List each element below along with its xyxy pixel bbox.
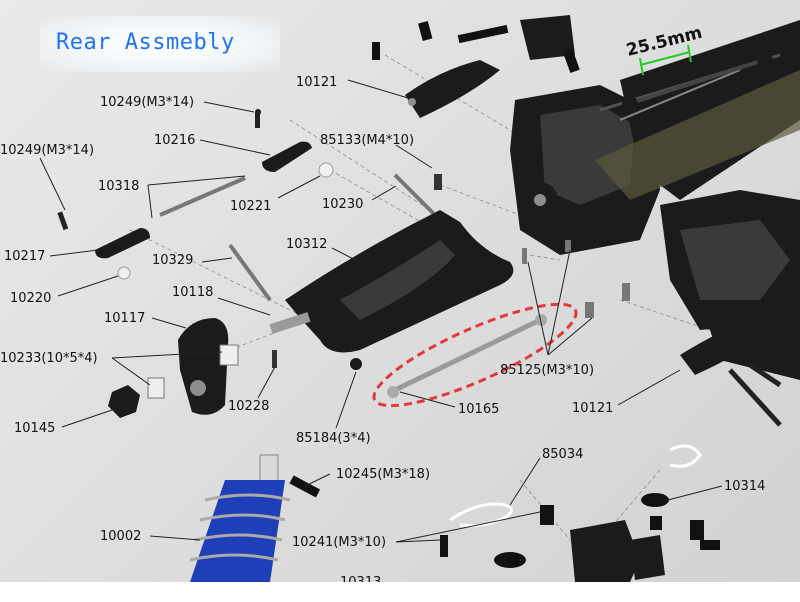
label-10121-bottom: 10121 [572, 401, 613, 416]
title-glow [40, 16, 280, 72]
highlight-circle [372, 302, 578, 408]
label-10145: 10145 [14, 421, 55, 436]
lower-mount-10121 [680, 310, 785, 427]
label-10220: 10220 [10, 291, 51, 306]
label-10241: 10241(M3*10) [292, 535, 386, 550]
upper-arm-mount-top [405, 60, 500, 118]
label-10329: 10329 [152, 253, 193, 268]
label-10165: 10165 [458, 402, 499, 417]
label-85034: 85034 [542, 447, 583, 462]
label-10314: 10314 [724, 479, 765, 494]
lower-arm-10312 [269, 210, 514, 370]
label-10312: 10312 [286, 237, 327, 252]
rear-axle-10165 [372, 302, 578, 408]
diagram-title: Rear Assmebly [56, 30, 235, 55]
bottom-margin [0, 582, 800, 602]
label-85184: 85184(3*4) [296, 431, 371, 446]
misc-screws [372, 20, 580, 73]
label-10216: 10216 [154, 133, 195, 148]
body-clip-85034 [449, 444, 702, 528]
wing-mount-10314 [440, 493, 720, 582]
label-10318: 10318 [98, 179, 139, 194]
label-10249-mid: 10249(M3*14) [100, 95, 194, 110]
hub-carrier-10117 [108, 318, 239, 418]
label-85125: 85125(M3*10) [500, 363, 594, 378]
label-10118: 10118 [172, 285, 213, 300]
gearbox-assembly [510, 15, 800, 380]
dimension-arrow [639, 51, 691, 66]
label-85133: 85133(M4*10) [320, 133, 414, 148]
shock-absorber-10002 [189, 454, 321, 582]
label-10221: 10221 [230, 199, 271, 214]
label-10117: 10117 [104, 311, 145, 326]
screws-85125 [522, 240, 630, 318]
label-10230: 10230 [322, 197, 363, 212]
label-10217: 10217 [4, 249, 45, 264]
label-10121-top: 10121 [296, 75, 337, 90]
label-10228: 10228 [228, 399, 269, 414]
part-labels: 10121 10249(M3*14) 10216 85133(M4*10) 10… [0, 75, 765, 590]
dimension-label: 25.5mm [624, 23, 704, 61]
label-10249-left: 10249(M3*14) [0, 143, 94, 158]
turnbuckle-10318 [57, 109, 334, 280]
label-10002: 10002 [100, 529, 141, 544]
label-10245: 10245(M3*18) [336, 467, 430, 482]
leader-lines [39, 79, 723, 543]
label-10233: 10233(10*5*4) [0, 351, 98, 366]
